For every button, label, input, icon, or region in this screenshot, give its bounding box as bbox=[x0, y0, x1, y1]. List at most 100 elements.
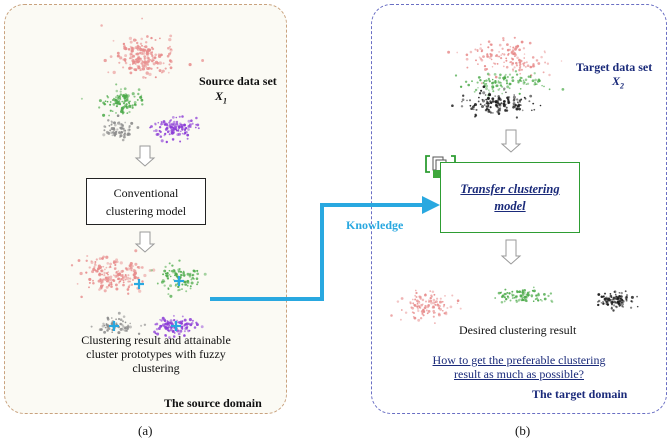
scatter-point bbox=[522, 62, 525, 66]
scatter-point bbox=[152, 59, 155, 62]
scatter-point bbox=[534, 81, 537, 84]
scatter-point bbox=[613, 300, 616, 304]
scatter-point bbox=[504, 108, 507, 111]
scatter-point bbox=[483, 64, 487, 68]
scatter-point bbox=[465, 57, 469, 61]
result-red-cluster bbox=[70, 249, 156, 299]
scatter-point bbox=[515, 45, 517, 48]
scatter-point bbox=[181, 132, 184, 135]
scatter-point bbox=[624, 296, 628, 300]
desired-clustering-result-label: Desired clustering result bbox=[459, 323, 577, 337]
scatter-point bbox=[122, 130, 125, 132]
scatter-point bbox=[120, 106, 124, 110]
scatter-point bbox=[500, 54, 503, 56]
scatter-point bbox=[514, 70, 518, 73]
scatter-point bbox=[525, 298, 527, 301]
scatter-point bbox=[605, 300, 608, 303]
scatter-point bbox=[109, 265, 112, 268]
scatter-point bbox=[466, 99, 468, 102]
scatter-point bbox=[129, 56, 133, 60]
scatter-point bbox=[134, 59, 137, 62]
scatter-point bbox=[132, 273, 136, 277]
scatter-point bbox=[483, 79, 486, 83]
scatter-point bbox=[478, 96, 480, 99]
scatter-point bbox=[92, 279, 94, 282]
conv-model-line1: Conventional bbox=[113, 185, 179, 200]
scatter-point bbox=[532, 286, 535, 289]
scatter-point bbox=[616, 300, 620, 304]
scatter-point bbox=[390, 314, 393, 317]
scatter-point bbox=[460, 105, 464, 108]
scatter-point bbox=[88, 266, 91, 269]
result-purple-cluster bbox=[153, 314, 204, 339]
scatter-point bbox=[113, 267, 117, 271]
scatter-point bbox=[80, 97, 83, 100]
scatter-point bbox=[125, 105, 128, 107]
scatter-point bbox=[141, 280, 144, 283]
scatter-point bbox=[416, 299, 419, 303]
scatter-point bbox=[190, 119, 193, 122]
scatter-point bbox=[439, 300, 442, 304]
scatter-point bbox=[523, 57, 525, 59]
scatter-point bbox=[133, 269, 137, 273]
scatter-point bbox=[487, 108, 490, 111]
scatter-point bbox=[529, 94, 533, 98]
scatter-point bbox=[506, 295, 509, 298]
scatter-point bbox=[506, 82, 508, 85]
scatter-point bbox=[98, 272, 102, 276]
scatter-point bbox=[172, 335, 176, 338]
scatter-point bbox=[133, 68, 136, 71]
scatter-point bbox=[115, 258, 119, 262]
scatter-point bbox=[108, 327, 111, 331]
scatter-point bbox=[603, 292, 607, 295]
scatter-point bbox=[171, 130, 175, 134]
scatter-point bbox=[109, 262, 112, 266]
scatter-point bbox=[168, 121, 171, 124]
scatter-point bbox=[120, 274, 123, 278]
scatter-point bbox=[442, 305, 445, 308]
scatter-point bbox=[151, 54, 154, 58]
scatter-point bbox=[520, 80, 522, 82]
scatter-point bbox=[129, 100, 131, 103]
scatter-point bbox=[502, 76, 505, 79]
scatter-point bbox=[126, 133, 130, 136]
scatter-point bbox=[143, 57, 146, 60]
scatter-point bbox=[100, 282, 103, 285]
scatter-point bbox=[185, 326, 189, 330]
scatter-point bbox=[177, 132, 182, 136]
scatter-point bbox=[188, 318, 192, 322]
scatter-point bbox=[95, 269, 98, 273]
scatter-point bbox=[439, 297, 442, 300]
scatter-point bbox=[516, 56, 519, 60]
scatter-point bbox=[120, 278, 123, 281]
scatter-point bbox=[128, 110, 131, 114]
scatter-point bbox=[630, 300, 633, 303]
scatter-point bbox=[561, 88, 565, 91]
scatter-point bbox=[98, 257, 102, 260]
scatter-point bbox=[88, 281, 91, 284]
scatter-point bbox=[167, 46, 170, 50]
scatter-point bbox=[187, 128, 190, 131]
scatter-point bbox=[130, 66, 133, 70]
scatter-point bbox=[113, 121, 116, 125]
scatter-point bbox=[110, 123, 113, 126]
scatter-point bbox=[501, 47, 504, 50]
scatter-point bbox=[537, 299, 540, 302]
scatter-point bbox=[129, 63, 132, 66]
scatter-point bbox=[434, 322, 436, 324]
scatter-point bbox=[133, 100, 137, 104]
scatter-point bbox=[141, 67, 146, 71]
scatter-point bbox=[141, 64, 145, 68]
scatter-point bbox=[153, 130, 155, 132]
scatter-point bbox=[169, 45, 171, 48]
scatter-point bbox=[185, 290, 188, 293]
scatter-point bbox=[506, 43, 509, 46]
scatter-point bbox=[503, 61, 505, 64]
scatter-point bbox=[151, 51, 153, 53]
scatter-point bbox=[181, 322, 183, 325]
scatter-point bbox=[622, 306, 625, 308]
scatter-point bbox=[121, 95, 125, 98]
scatter-point bbox=[115, 100, 119, 103]
scatter-point bbox=[528, 290, 531, 293]
scatter-point bbox=[620, 291, 623, 295]
